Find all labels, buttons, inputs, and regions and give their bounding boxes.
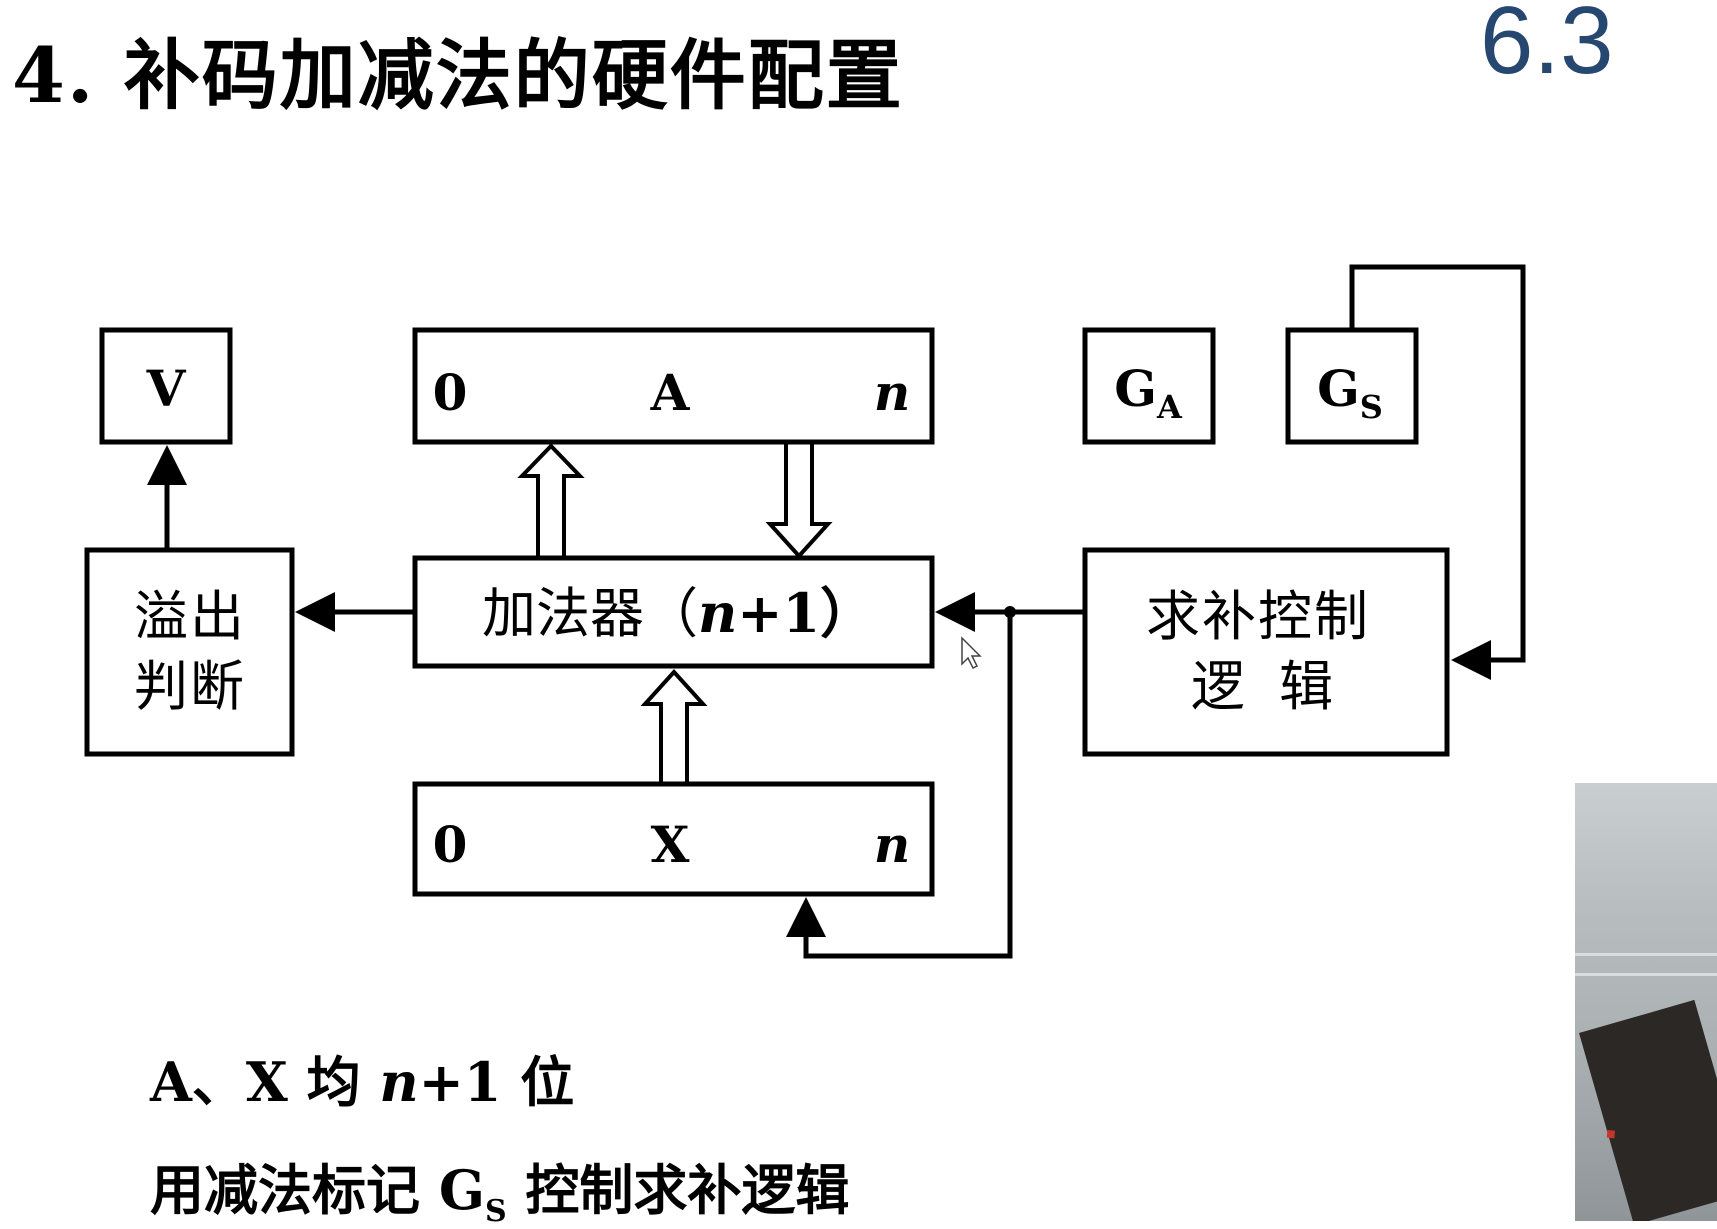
flag-v-label: V <box>146 359 187 418</box>
gs-feedback-line <box>1349 264 1526 680</box>
note-bit-width: A、X 均 n+1 位 <box>150 1050 575 1114</box>
complement-line2: 逻 辑 <box>1191 655 1333 718</box>
complement-line1: 求补控制 <box>1146 585 1370 648</box>
slide-title: 4. 补码加减法的硬件配置 <box>12 31 904 120</box>
register-a-box <box>412 327 935 445</box>
overflow-line2: 判断 <box>134 655 246 718</box>
overflow-box <box>84 547 295 757</box>
complement-box <box>1082 547 1450 757</box>
flag-ga-label: GA <box>1114 359 1183 426</box>
register-x-right-bit: n <box>874 815 910 874</box>
x-to-adder-bus-arrow <box>640 669 708 784</box>
register-x-left-bit: 0 <box>433 815 468 874</box>
register-a-left-bit: 0 <box>433 363 468 422</box>
overflow-line1: 溢出 <box>134 585 246 648</box>
register-a-name: A <box>650 363 691 422</box>
register-a-right-bit: n <box>874 363 910 422</box>
register-x-box <box>412 781 935 897</box>
laptop-image <box>1579 999 1717 1221</box>
a-to-adder-bus-arrow <box>765 442 833 559</box>
complement-to-x-line <box>786 612 1013 959</box>
note-subtract-flag: 用减法标记 GS 控制求补逻辑 <box>150 1158 850 1229</box>
section-number: 6.3 <box>1480 0 1614 94</box>
mouse-cursor-icon <box>961 636 982 670</box>
adder-to-a-bus-arrow <box>517 443 585 558</box>
junction-dot <box>1004 606 1016 618</box>
flag-v-box <box>99 327 233 445</box>
adder-label: 加法器（n+1） <box>482 581 874 645</box>
flag-ga-box <box>1082 327 1216 445</box>
webcam-overlay: ◆ <box>1575 783 1717 1221</box>
register-x-name: X <box>651 815 690 874</box>
flag-gs-label: GS <box>1317 359 1383 426</box>
